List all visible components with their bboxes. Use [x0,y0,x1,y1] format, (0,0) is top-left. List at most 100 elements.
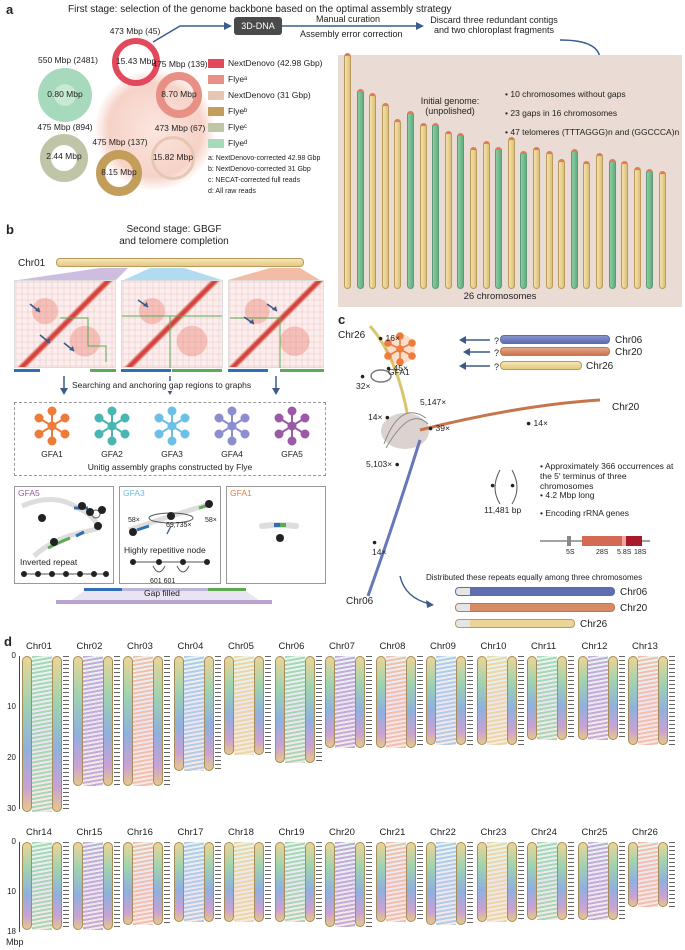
collinearity-band [133,842,153,925]
gfa3-caption: Highly repetitive node [124,545,206,555]
chromosome-label: Chr26 [632,827,658,838]
panel-a-label: a [6,2,14,17]
gene-ticks [568,842,574,920]
c-bullet-2-text: 4.2 Mbp long [545,490,595,500]
initial-chromosome [381,103,389,289]
gene-ticks [416,656,423,748]
c-lab-16: ● 16× [378,333,400,343]
chromosome-bar [628,842,638,907]
collinearity-band [234,842,254,922]
initial-chromosomes [338,53,682,307]
initial-chromosome [432,123,440,289]
gfa-icon-2: GFA2 [92,406,132,464]
chromosome-bar [628,656,638,746]
chromosome-bar [325,656,335,748]
bullet-2-text: 23 gaps in 16 chromosomes [510,108,618,118]
chromosome-bar [203,842,214,922]
c-chr20-r2: Chr20 [620,603,648,614]
gene-ticks [366,656,372,748]
gap-filled-graphic [56,588,272,604]
c-lab-5103: 5,103× ● [366,459,400,469]
gene-ticks [618,842,625,920]
chromosome-label: Chr10 [480,641,507,652]
initial-chromosome [507,137,515,289]
c-node6: ● [510,480,516,490]
c-chr20-bar2 [455,603,615,612]
chromosome-bar [123,842,133,925]
chromosome-label: Chr11 [531,641,557,652]
initial-chromosome [394,119,402,289]
chromosome-bar [426,842,436,925]
collinearity-band [82,656,103,787]
collinearity-band [638,842,658,907]
gene-ticks [669,842,675,907]
chromosome-label: Chr16 [127,827,153,838]
bullet-3: • 47 telomeres (TTTAGGG)n and (GGCCCA)n [505,127,680,137]
gfa3-node: 69,735× [166,522,192,529]
chromosome-label: Chr14 [26,827,52,838]
gfa1-graph [259,522,299,542]
initial-chromosome [545,151,553,289]
initial-chromosome [646,169,654,289]
y-tick-label: 30 [7,804,16,813]
collinearity-band [335,656,355,748]
gene-ticks [214,656,221,771]
initial-chromosome [621,161,629,289]
collinearity-band [638,656,658,746]
chromosome-bar [476,656,487,746]
c-lab-5147-text: 5,147× [420,397,447,407]
gfa3-n1: 58× [128,517,140,524]
gene-ticks [618,656,625,741]
ring1-top: 473 Mbp (45) [109,26,161,36]
legend-swatch-5 [208,123,224,132]
rrna-5s: 5S [566,549,575,556]
gene-ticks [164,842,170,925]
legend-swatch-6 [208,139,224,148]
gfa1-box [226,486,326,584]
initial-chromosome [608,159,616,289]
chromosome-label: Chr01 [26,641,52,652]
chromosome-bar [254,656,264,756]
y-tick-label: 10 [7,702,16,711]
ring5-center: 8.15 Mbp [101,167,137,177]
chromosome-label: Chr23 [480,827,507,838]
gene-ticks [669,656,675,746]
collinearity-band [234,656,254,756]
discard-text: Discard three redundant contigs and two … [430,15,558,36]
collinearity-band [436,842,456,925]
chromosome-bar [52,656,62,812]
c-lab-14c: ● [372,537,378,547]
collinearity-band [133,656,153,787]
ring-flye-a [156,72,202,118]
gene-ticks [214,842,221,922]
collinearity-band [284,656,305,764]
chromosome-bar [426,656,436,746]
initial-chromosome [520,151,528,289]
ring6-center: 15.82 Mbp [152,152,194,162]
c-lab-14a: 14× ● [368,412,390,422]
bullet-1-text: 10 chromosomes without gaps [510,89,626,99]
chromosome-label: Chr25 [581,827,608,838]
gfa3-box-title: GFA3 [123,488,145,498]
3d-dna-button[interactable]: 3D-DNA [234,17,282,35]
collinearity-band [436,656,456,746]
c-bp: 11,481 bp [484,505,522,515]
c-chr26-label: Chr26 [338,330,366,341]
hic-map-3 [228,280,324,368]
gfa-icon-3: GFA3 [152,406,192,464]
y-tick-label: 10 [7,887,16,896]
chromosome-bar [405,656,416,748]
rrna-28s: 28S [596,549,609,556]
ring-flye-b [96,150,142,196]
initial-chromosome [344,53,351,289]
c-lab-5147: 5,147× [420,397,447,408]
chromosome-bar [355,656,365,748]
chromosome-bar [456,842,466,925]
chromosome-bar [527,656,537,741]
c-chr26-bar2 [455,619,575,628]
collinearity-band [537,842,557,920]
gene-ticks [265,842,271,922]
c-chr06-bar [500,335,610,344]
initial-chromosome [470,147,477,289]
